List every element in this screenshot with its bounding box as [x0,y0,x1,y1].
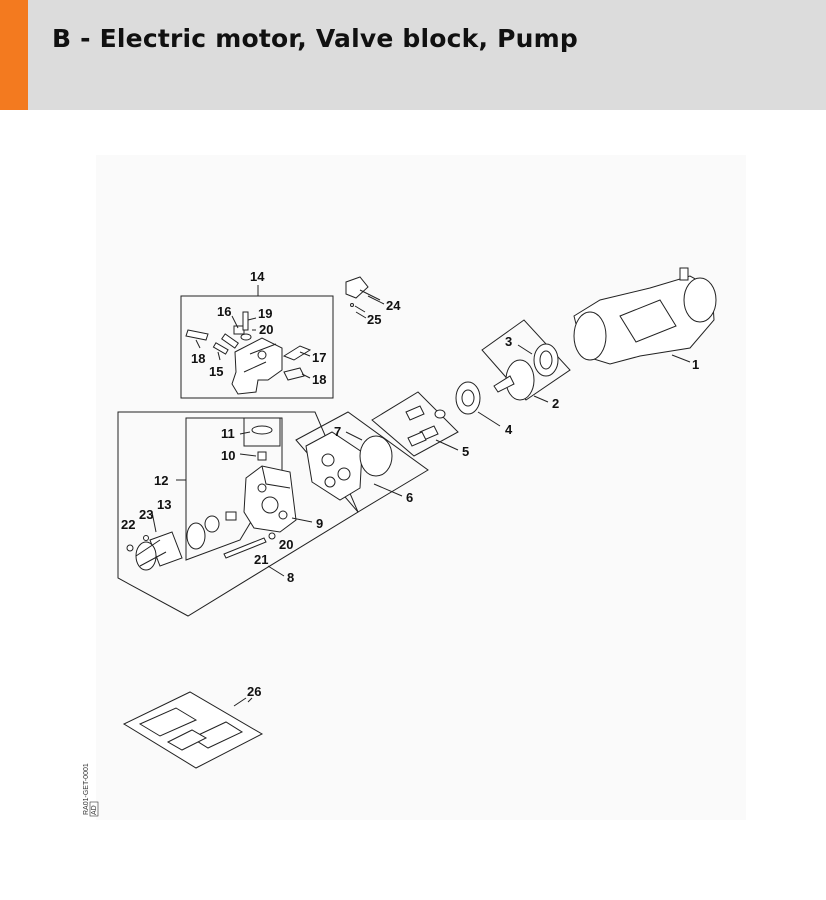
valve-set-part [405,405,446,447]
seal-set-part [186,425,273,550]
callout-21: 21 [254,552,268,567]
callout-7: 7 [334,424,341,439]
group-11-box [243,417,281,447]
callout-22: 22 [121,517,135,532]
callout-9: 9 [316,516,323,531]
group-8-box [117,411,359,617]
outlet-tube-part [126,531,183,571]
callout-10: 10 [221,448,235,463]
electric-motor-part [573,267,717,365]
screw-part-21 [223,532,276,559]
callout-2: 2 [552,396,559,411]
reference-code: RA01-GET-0001 AD [83,763,99,817]
leader-lines [151,295,691,703]
group-14-box [180,295,334,399]
callout-5: 5 [462,444,469,459]
callout-24: 24 [386,298,401,313]
callout-19: 19 [258,306,272,321]
callout-20-lower: 20 [279,537,293,552]
page-header [0,0,826,110]
reference-badge-text: AD [91,805,98,815]
shaft-seal-part-4 [455,381,481,415]
pump-head-part [305,431,393,501]
callout-11: 11 [221,426,235,441]
callout-13: 13 [157,497,171,512]
wobble-plate-part [493,343,559,401]
pump-housing-part [243,465,297,533]
page-title: B - Electric motor, Valve block, Pump [52,24,578,53]
callout-1: 1 [692,357,699,372]
callout-3: 3 [505,334,512,349]
callout-25: 25 [367,312,381,327]
callout-23: 23 [139,507,153,522]
callout-18-right: 18 [312,372,326,387]
part-24-25 [345,276,381,313]
callout-labels: 1 2 3 4 5 6 7 8 9 10 11 12 13 14 15 16 1… [121,269,699,699]
label-sheet-part [122,691,264,769]
valve-head-part [185,311,312,395]
callout-20-upper: 20 [259,322,273,337]
callout-26: 26 [247,684,261,699]
callout-4: 4 [505,422,513,437]
callout-18-left: 18 [191,351,205,366]
callout-16: 16 [217,304,231,319]
group-5-box [371,391,459,457]
callout-6: 6 [406,490,413,505]
reference-badge-frame [89,801,99,817]
reference-code-text: RA01-GET-0001 [83,763,90,815]
callout-12: 12 [154,473,168,488]
header-accent-bar [0,0,28,110]
callout-17: 17 [312,350,326,365]
callout-15: 15 [209,364,223,379]
callout-8: 8 [287,570,294,585]
callout-14: 14 [250,269,265,284]
